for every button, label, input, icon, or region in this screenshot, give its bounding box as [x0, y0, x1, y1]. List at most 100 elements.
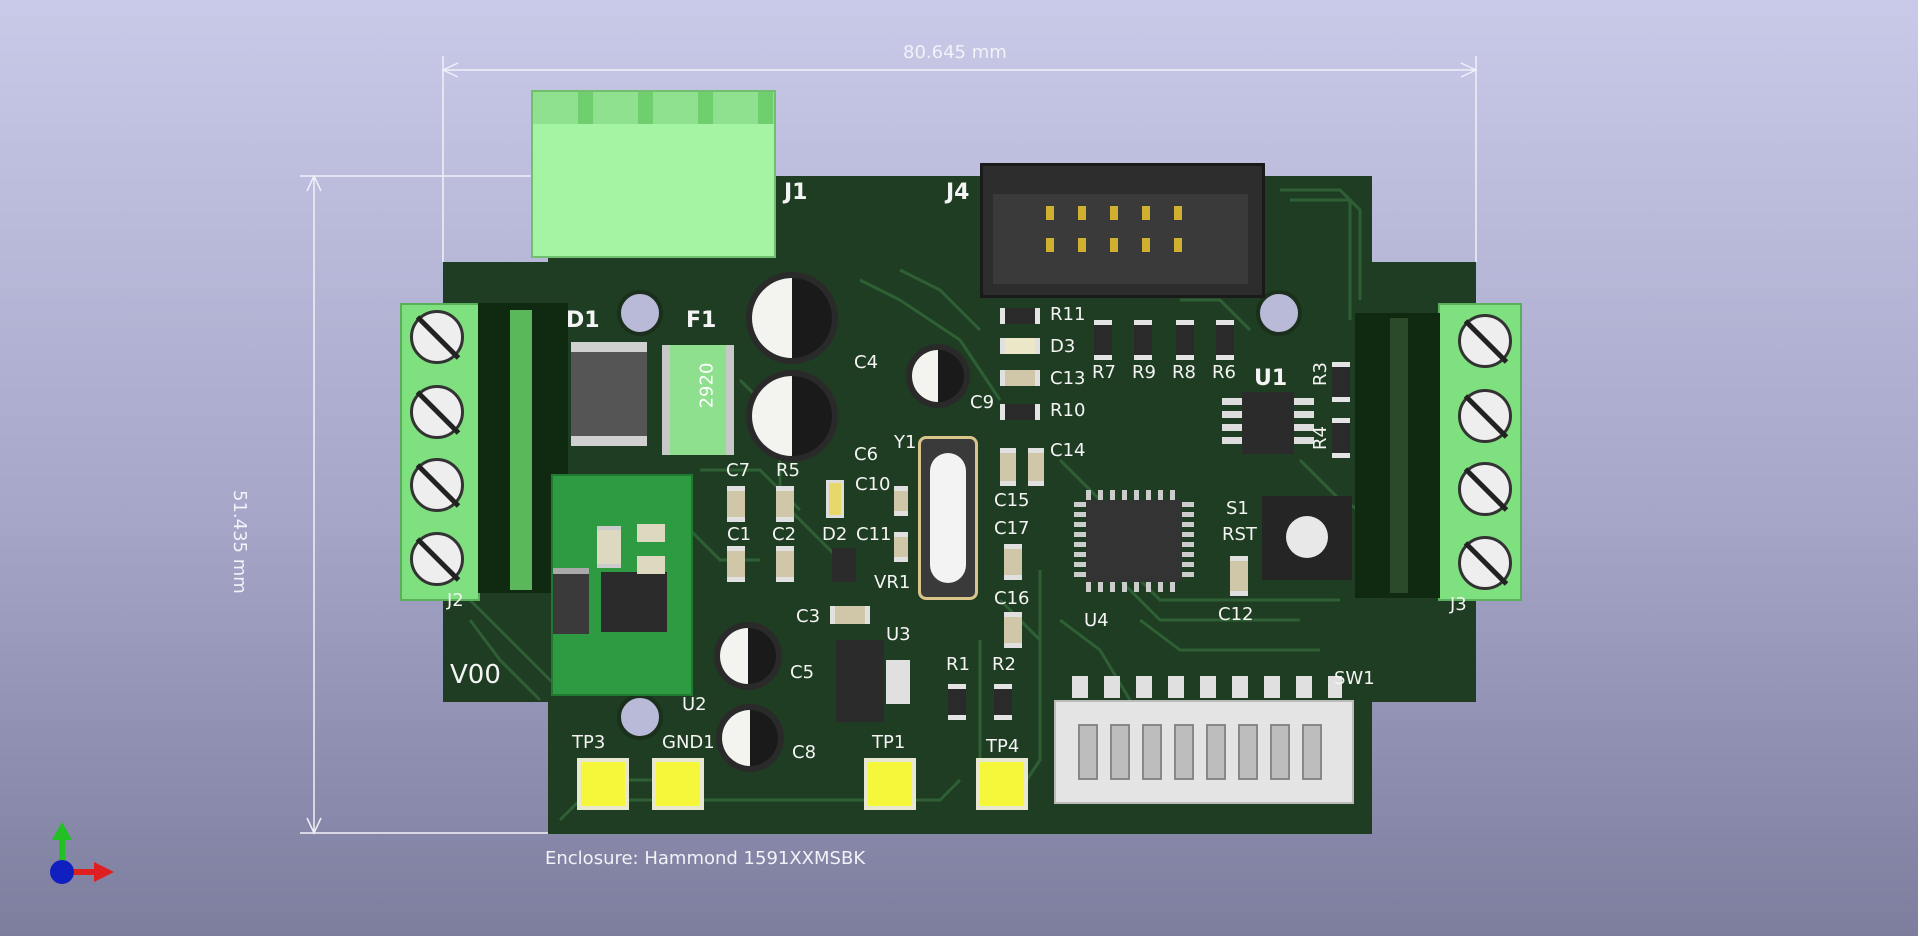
testpoint-tp3[interactable] [577, 758, 629, 810]
label-r11: R11 [1050, 304, 1086, 325]
enclosure-note: Enclosure: Hammond 1591XXMSBK [545, 848, 866, 869]
label-sw1: SW1 [1334, 668, 1375, 689]
resistor-r7 [1094, 320, 1112, 360]
label-c2: C2 [772, 524, 797, 545]
dip-toggle[interactable] [1078, 724, 1098, 780]
resistor-r1 [948, 684, 966, 720]
dip-toggle[interactable] [1302, 724, 1322, 780]
capacitor-c5 [720, 628, 776, 684]
ic-u1 [1242, 392, 1294, 454]
screw-icon [410, 532, 464, 586]
diode-d1 [571, 342, 647, 446]
reset-button-s1[interactable] [1262, 496, 1352, 580]
dip-toggle[interactable] [1270, 724, 1290, 780]
capacitor-c6 [752, 376, 832, 456]
testpoint-gnd1[interactable] [652, 758, 704, 810]
resistor-r2 [994, 684, 1012, 720]
module-ic [601, 572, 667, 632]
screw-icon [1458, 314, 1512, 368]
label-u3: U3 [886, 624, 911, 645]
label-r2: R2 [992, 654, 1016, 675]
led-d3 [1000, 338, 1040, 354]
dip-switch-sw1[interactable] [1054, 700, 1354, 804]
axis-gizmo-icon [50, 822, 114, 884]
capacitor-c12 [1230, 556, 1248, 596]
label-gnd1: GND1 [662, 732, 715, 753]
capacitor-c8 [722, 710, 778, 766]
label-d1: D1 [566, 308, 600, 333]
capacitor-c11 [894, 532, 908, 562]
dip-toggle[interactable] [1142, 724, 1162, 780]
label-r8: R8 [1172, 362, 1196, 383]
testpoint-tp1[interactable] [864, 758, 916, 810]
resistor-r8 [1176, 320, 1194, 360]
dip-switch-pins [1072, 676, 1342, 698]
label-c13: C13 [1050, 368, 1086, 389]
fuse-f1: 2920 [662, 345, 734, 455]
label-c14: C14 [1050, 440, 1086, 461]
resistor-r3 [1332, 362, 1350, 402]
j4-pins [1046, 206, 1182, 252]
testpoint-tp4[interactable] [976, 758, 1028, 810]
label-c17: C17 [994, 518, 1030, 539]
capacitor-c9 [912, 350, 964, 402]
label-tp4: TP4 [986, 736, 1020, 757]
module-u2 [551, 474, 693, 696]
dip-toggle[interactable] [1110, 724, 1130, 780]
capacitor-c4 [752, 278, 832, 358]
label-d2: D2 [822, 524, 848, 545]
label-tp1: TP1 [872, 732, 906, 753]
label-r7: R7 [1092, 362, 1116, 383]
resistor-r6 [1216, 320, 1234, 360]
label-c15: C15 [994, 490, 1030, 511]
resistor-r5 [776, 486, 794, 522]
regulator-vr1 [832, 548, 856, 582]
label-r5: R5 [776, 460, 800, 481]
label-c12: C12 [1218, 604, 1254, 625]
resistor-r9 [1134, 320, 1152, 360]
screw-icon [1458, 462, 1512, 516]
connector-j2-side [510, 310, 532, 590]
dip-toggle[interactable] [1174, 724, 1194, 780]
capacitor-c17 [1004, 544, 1022, 580]
label-c1: C1 [727, 524, 752, 545]
width-dimension-label: 80.645 mm [903, 42, 1007, 63]
label-c6: C6 [854, 444, 879, 465]
label-r10: R10 [1050, 400, 1086, 421]
label-c5: C5 [790, 662, 815, 683]
capacitor-c14 [1028, 448, 1044, 486]
dip-toggle[interactable] [1206, 724, 1226, 780]
capacitor-c15 [1000, 448, 1016, 486]
screw-icon [410, 310, 464, 364]
label-j3: J3 [1450, 594, 1467, 615]
mounting-hole [617, 694, 663, 740]
ic-u4 [1086, 500, 1182, 582]
screw-icon [410, 458, 464, 512]
label-rst: RST [1222, 524, 1257, 545]
label-r4: R4 [1310, 426, 1331, 450]
connector-j1 [531, 90, 776, 258]
capacitor-c2 [776, 546, 794, 582]
label-c16: C16 [994, 588, 1030, 609]
label-c4: C4 [854, 352, 879, 373]
connector-j3-side [1390, 318, 1408, 593]
label-c9: C9 [970, 392, 995, 413]
dip-toggle[interactable] [1238, 724, 1258, 780]
resistor-r11 [1000, 308, 1040, 324]
crystal-y1 [918, 436, 978, 600]
capacitor-c1 [727, 546, 745, 582]
label-c11: C11 [856, 524, 892, 545]
screw-icon [1458, 536, 1512, 590]
version-label: V00 [450, 660, 501, 690]
capacitor-c16 [1004, 612, 1022, 648]
label-r9: R9 [1132, 362, 1156, 383]
label-tp3: TP3 [572, 732, 606, 753]
label-vr1: VR1 [874, 572, 911, 593]
screw-icon [410, 385, 464, 439]
label-r6: R6 [1212, 362, 1236, 383]
ic-u3 [836, 640, 884, 722]
label-c8: C8 [792, 742, 817, 763]
label-u2: U2 [682, 694, 707, 715]
mounting-hole [617, 290, 663, 336]
